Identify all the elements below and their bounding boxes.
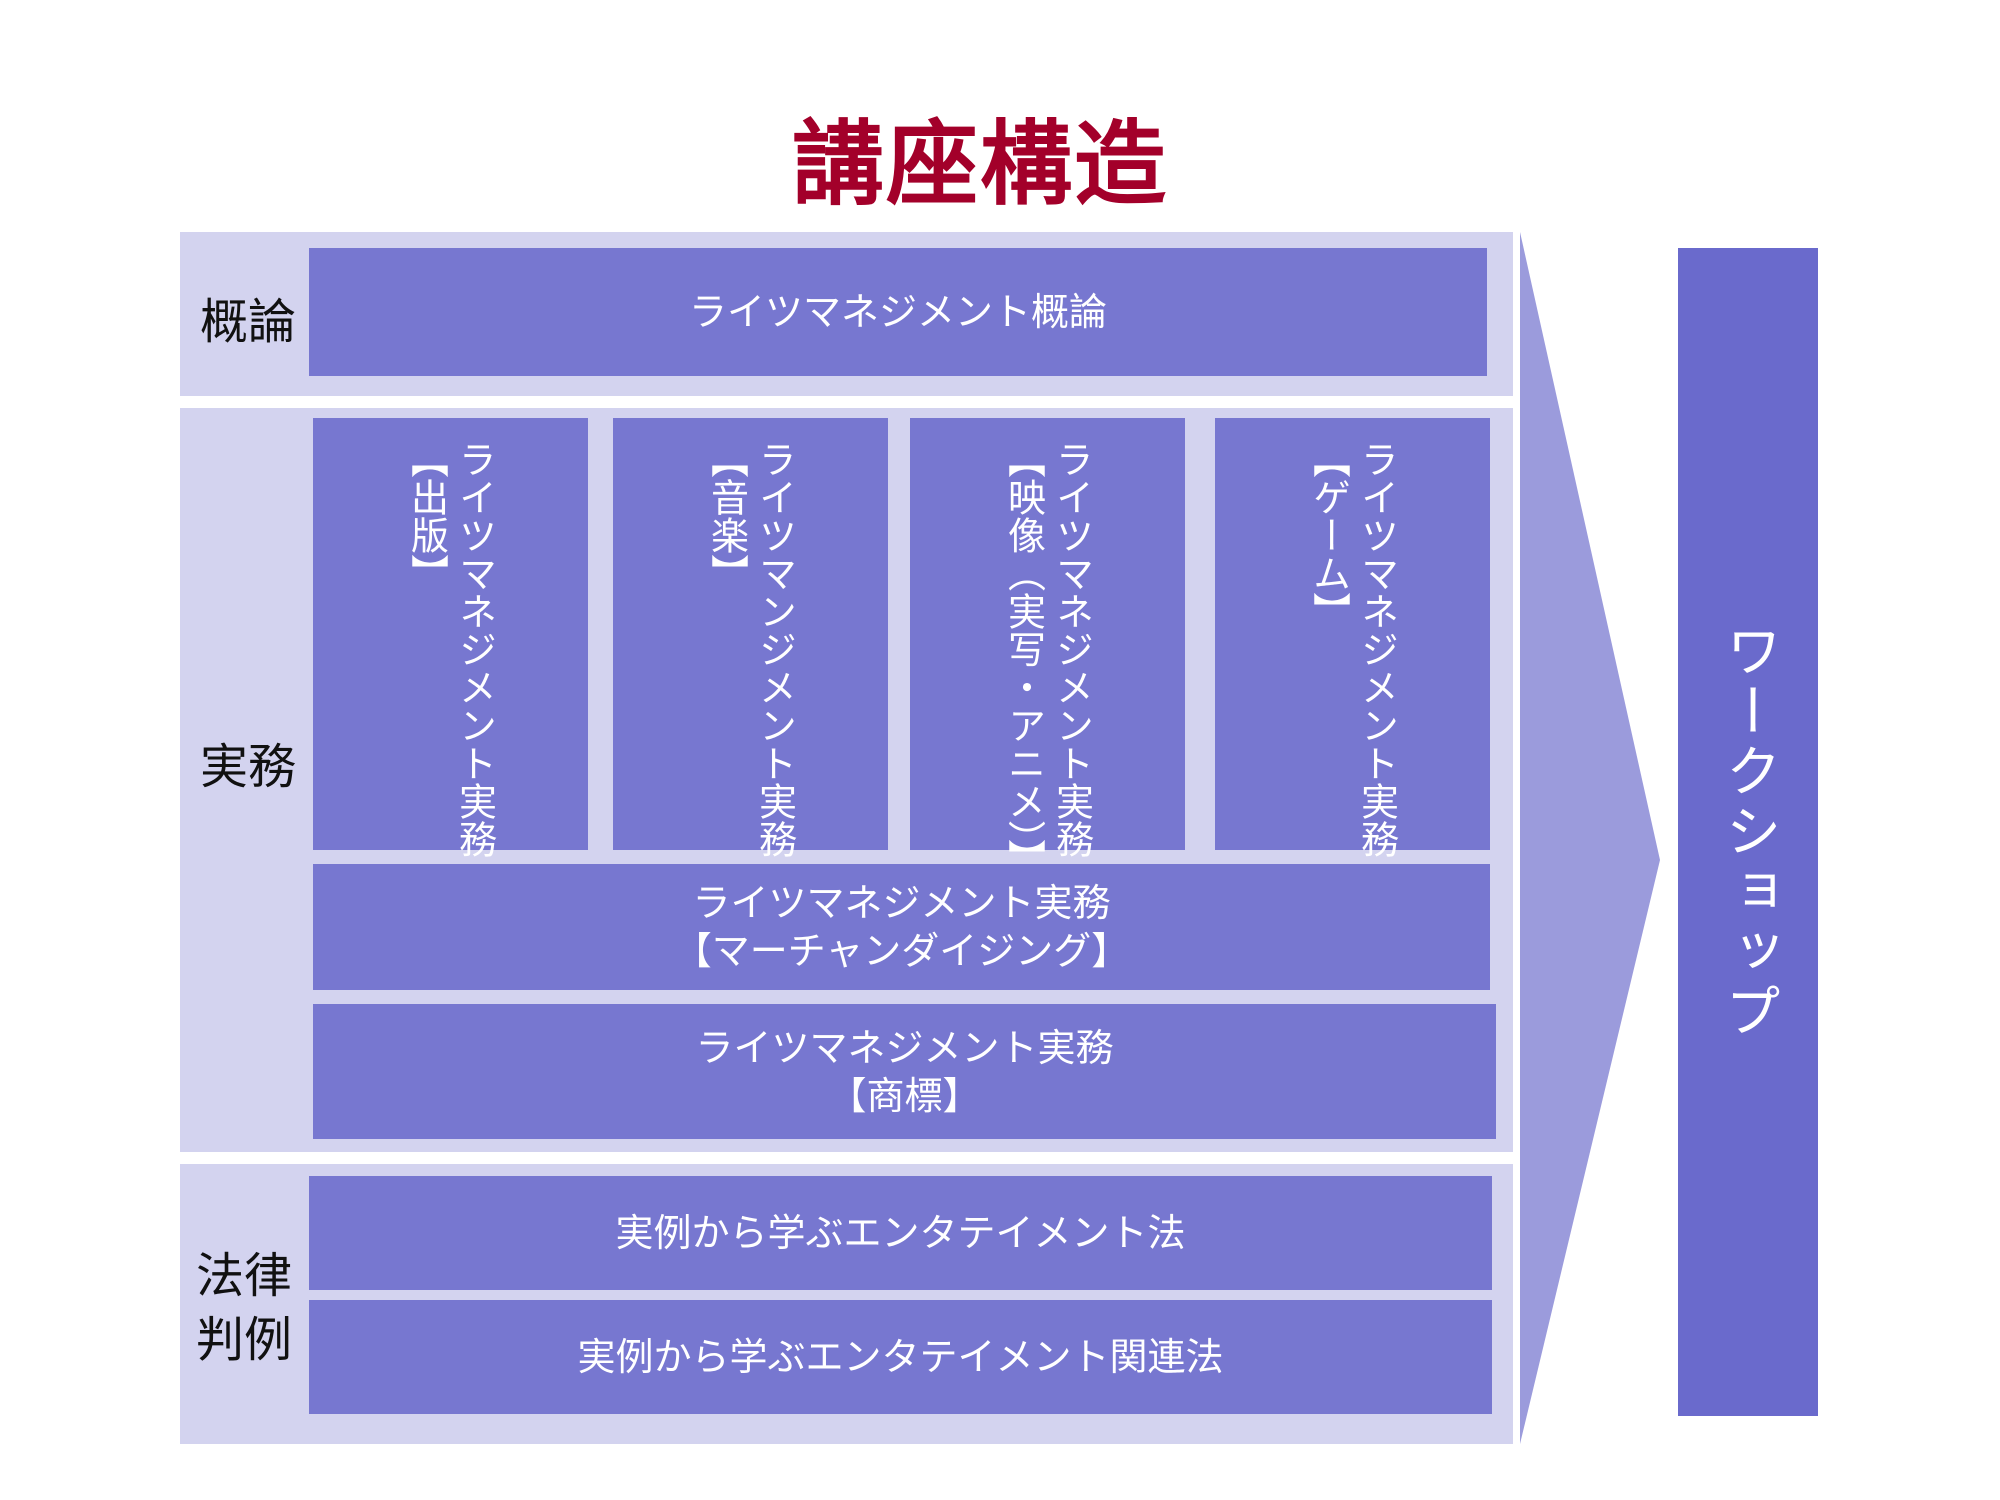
column-line1: ライツマンジメント実務: [752, 440, 797, 858]
page-title: 講座構造: [791, 111, 1168, 218]
column-video: ライツマネジメント実務 【映像（実写・アニメ）】: [910, 418, 1185, 877]
box-line2: 【商標】: [828, 1073, 981, 1118]
section-label-gairon: 概論: [200, 294, 297, 350]
section-label-line1: 法律: [196, 1248, 293, 1304]
column-line1: ライツマネジメント実務: [1049, 440, 1094, 858]
column-music: ライツマンジメント実務 【音楽】: [613, 418, 888, 858]
column-line2: 【映像（実写・アニメ）】: [1001, 440, 1046, 877]
column-line1: ライツマネジメント実務: [1354, 440, 1399, 858]
box-entertainment-law: 実例から学ぶエンタテイメント法: [309, 1176, 1492, 1290]
column-game: ライツマネジメント実務 【ゲーム】: [1215, 418, 1490, 858]
section-label-houritsu: 法律 判例: [196, 1244, 292, 1372]
column-line1: ライツマネジメント実務: [452, 440, 497, 858]
section-label-jitsumu: 実務: [200, 739, 297, 795]
box-label: ライツマネジメント概論: [688, 290, 1107, 334]
box-entertainment-related-law: 実例から学ぶエンタテイメント関連法: [309, 1300, 1492, 1414]
chevron-arrow-icon: [1520, 232, 1660, 1444]
box-label: 実例から学ぶエンタテイメント法: [615, 1211, 1186, 1255]
column-publishing: ライツマネジメント実務 【出版】: [313, 418, 588, 858]
box-workshop: ワークショップ: [1678, 248, 1818, 1416]
column-line2: 【出版】: [404, 440, 449, 592]
box-line2: 【マーチャンダイジング】: [673, 929, 1130, 973]
box-trademark: ライツマネジメント実務 【商標】: [313, 1004, 1496, 1139]
box-line1: ライツマネジメント実務: [695, 1025, 1114, 1070]
box-label: 実例から学ぶエンタテイメント関連法: [577, 1335, 1224, 1379]
workshop-label: ワークショップ: [1716, 622, 1781, 1042]
box-merchandising: ライツマネジメント実務 【マーチャンダイジング】: [313, 864, 1490, 990]
box-rights-management-overview: ライツマネジメント概論: [309, 248, 1487, 376]
box-line1: ライツマネジメント実務: [692, 881, 1111, 925]
column-line2: 【音楽】: [704, 440, 749, 592]
section-label-line2: 判例: [196, 1312, 293, 1368]
column-line2: 【ゲーム】: [1306, 440, 1351, 630]
